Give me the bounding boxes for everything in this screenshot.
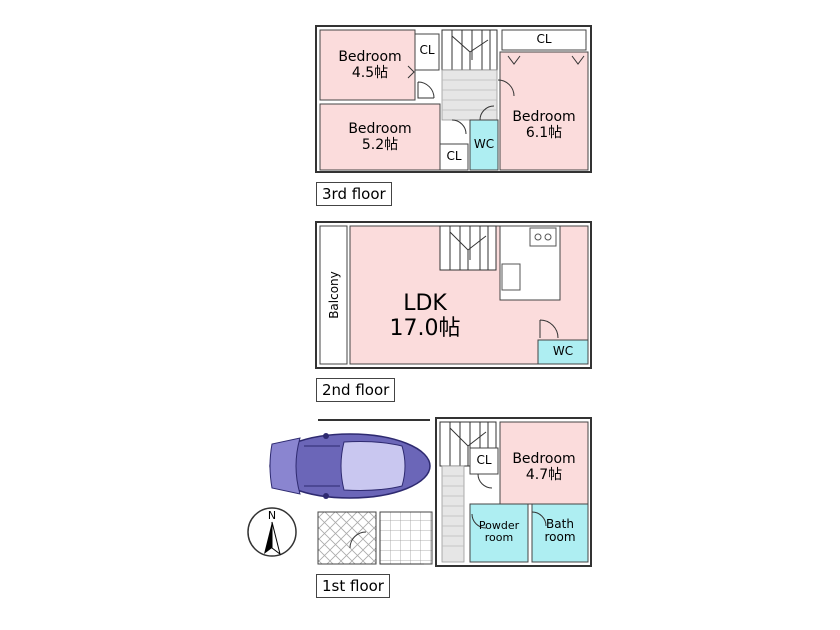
second-floor-plan [315, 221, 592, 369]
north-arrow-icon [247, 507, 297, 557]
bath-room-label: Bath room [532, 517, 588, 545]
first-floor-label: 1st floor [316, 574, 390, 598]
entrance-tile [317, 511, 377, 565]
closet-1f-label: CL [476, 453, 492, 467]
genkan-floor [379, 511, 433, 565]
third-floor-plan [315, 25, 592, 173]
ldk-label: LDK 17.0帖 [370, 291, 480, 341]
closet-a-area [414, 33, 440, 71]
bedroom-size: 4.5帖 [351, 64, 389, 81]
bedroom-5-2-area [319, 103, 441, 171]
wc-2f-label: WC [552, 344, 574, 358]
closet-b-area [501, 29, 587, 51]
bedroom-size: 5.2帖 [361, 136, 399, 153]
bedroom-name: Bedroom [338, 49, 402, 65]
closet-1f-area [469, 447, 499, 475]
bedroom-name: Bedroom [348, 121, 412, 137]
bath-line2: room [544, 530, 576, 545]
closet-c-label: CL [446, 149, 462, 163]
closet-c-area [439, 143, 469, 171]
bedroom-name: Bedroom [512, 451, 576, 467]
bedroom-5-2-label: Bedroom 5.2帖 [330, 121, 430, 153]
wc-3f-label: WC [473, 137, 495, 151]
wc-2f-area [537, 339, 589, 365]
ldk-size: 17.0帖 [389, 315, 461, 341]
bedroom-6-1-label: Bedroom 6.1帖 [500, 109, 588, 141]
powder-room-area [469, 503, 529, 563]
closet-a-label: CL [419, 43, 435, 57]
powder-line2: room [484, 531, 514, 545]
powder-room-label: Powder room [470, 519, 528, 545]
bedroom-4-7-area [499, 421, 589, 505]
first-floor-plan [317, 417, 592, 567]
stairs-2f [439, 225, 497, 271]
powder-line1: Powder [478, 519, 520, 532]
bedroom-4-7-label: Bedroom 4.7帖 [500, 451, 588, 483]
third-floor-label: 3rd floor [316, 182, 392, 206]
wc-3f-area [469, 119, 499, 171]
north-letter: N [267, 509, 277, 522]
bedroom-6-1-area [499, 51, 589, 171]
corridor-1f [441, 465, 465, 563]
car-icon [269, 433, 431, 499]
balcony-label: Balcony [327, 271, 341, 319]
balcony-area [319, 225, 348, 365]
bath-line1: Bath [546, 517, 574, 531]
stairs-3f [441, 29, 498, 71]
bedroom-4-5-area [319, 29, 416, 101]
second-floor-label: 2nd floor [316, 378, 396, 402]
bath-room-area [531, 503, 589, 563]
ldk-name: LDK [403, 291, 447, 316]
bedroom-name: Bedroom [512, 109, 576, 125]
bedroom-size: 4.7帖 [525, 466, 563, 483]
bedroom-4-5-label: Bedroom 4.5帖 [330, 49, 410, 81]
bedroom-size: 6.1帖 [525, 124, 563, 141]
hall-3f [441, 69, 498, 121]
closet-b-label: CL [536, 32, 552, 46]
